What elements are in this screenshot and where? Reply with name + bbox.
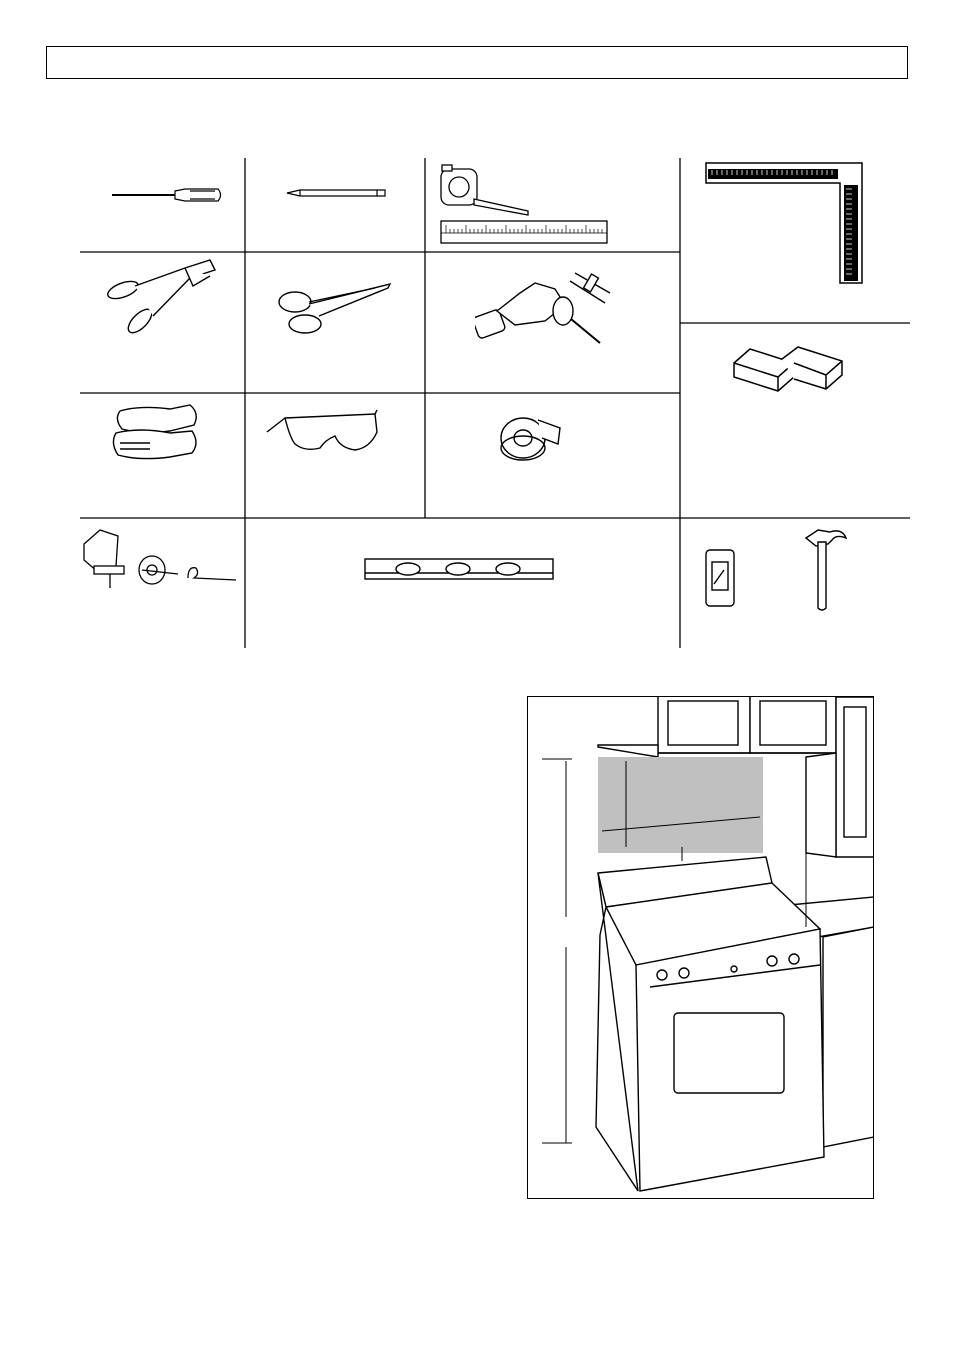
scissors-icon: [275, 276, 395, 336]
grid-lines: [80, 158, 910, 648]
tape-measure-icon: [438, 163, 533, 218]
safety-glasses-icon: [265, 408, 380, 453]
framing-square-icon: [704, 161, 869, 286]
sandpaper-blocks-icon: [732, 345, 847, 400]
jigsaw-holesaw-icon: [80, 526, 240, 596]
gloves-icon: [110, 403, 200, 463]
power-drill-icon: [475, 263, 615, 353]
pencil-icon: [285, 186, 390, 201]
tools-grid: [80, 158, 910, 648]
installation-diagram: [527, 696, 874, 1199]
stud-finder-icon: [704, 548, 739, 610]
hammer-icon: [802, 526, 852, 614]
ruler-icon: [440, 220, 610, 245]
duct-tape-icon: [498, 408, 568, 463]
tin-snips-icon: [105, 258, 220, 338]
section-header: [46, 46, 908, 79]
level-icon: [363, 553, 558, 588]
screwdriver-icon: [110, 183, 225, 208]
